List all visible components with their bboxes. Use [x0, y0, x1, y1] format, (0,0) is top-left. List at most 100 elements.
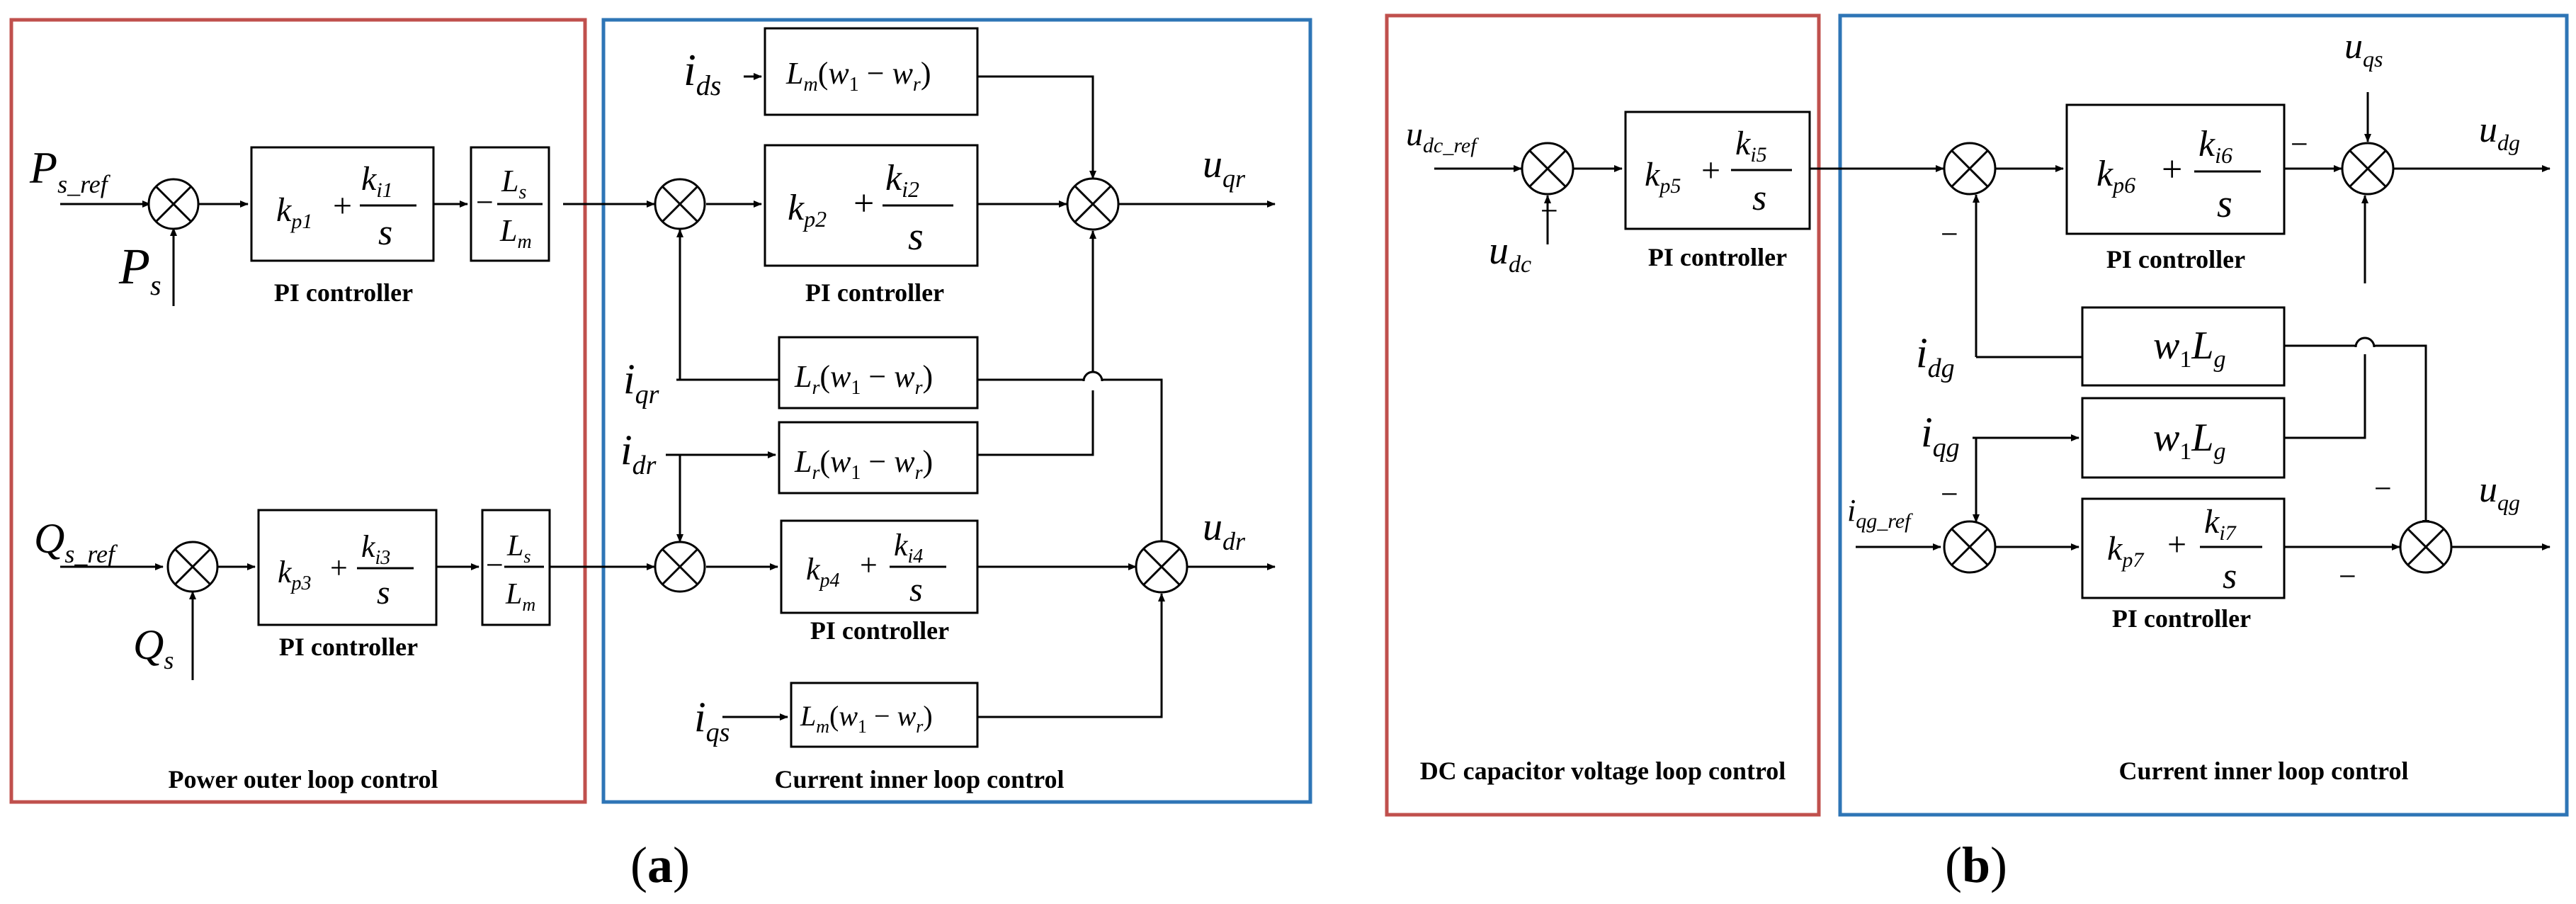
svg-text:ki1: ki1: [361, 160, 393, 202]
svg-text:+: +: [2162, 149, 2182, 190]
current-inner-loop-frame-b: [1838, 13, 2569, 817]
panel-b: kp5 + ki5 s PI controller kp6 + ki6 s PI…: [1385, 13, 2569, 893]
pi2-expr: kp2 + ki2 s: [788, 158, 953, 259]
pi1-label: PI controller: [274, 278, 413, 307]
wires-b: [1434, 92, 2551, 550]
svg-text:s: s: [908, 215, 924, 259]
sum-udr: [1135, 540, 1188, 594]
power-outer-loop-frame: [9, 18, 587, 804]
iqs-label: iqs: [694, 694, 730, 747]
svg-text:s: s: [378, 213, 392, 253]
panel-b-label: (b): [1945, 837, 2007, 893]
wlg1-block: [2081, 306, 2286, 387]
pi6-expr: kp6 + ki6 s: [2096, 124, 2261, 226]
svg-text:s: s: [2223, 556, 2237, 597]
pi6-block: [2065, 103, 2286, 235]
svg-text:+: +: [853, 183, 874, 224]
svg-text:Lm(w1 − wr): Lm(w1 − wr): [800, 700, 933, 737]
svg-text:+: +: [330, 550, 348, 585]
svg-text:ki4: ki4: [894, 528, 923, 567]
iqr-label: iqr: [623, 356, 659, 409]
wires-a: [60, 73, 1276, 721]
udc-minus-sign: −: [1541, 193, 1558, 228]
ps-ref-label: Ps_ref: [29, 142, 111, 198]
sum-udc: [1521, 142, 1574, 196]
svg-text:s: s: [1752, 178, 1766, 218]
pi6-label: PI controller: [2106, 245, 2245, 273]
sum-qs: [166, 541, 219, 593]
gain-bot-expr: − Ls Lm: [486, 530, 544, 615]
svg-text:ki7: ki7: [2204, 503, 2237, 545]
lr2-expr: Lr(w1 − wr): [794, 444, 933, 484]
svg-text:Lm: Lm: [505, 578, 535, 615]
iqg-minus-sign: −: [1941, 477, 1958, 512]
pi4-expr: kp4 + ki4 s: [806, 528, 946, 609]
current-inner-loop-frame-a: [601, 18, 1312, 804]
svg-text:+: +: [333, 187, 352, 225]
pi5-label: PI controller: [1648, 243, 1787, 271]
lm-bot-expr: Lm(w1 − wr): [800, 700, 933, 737]
svg-text:ki5: ki5: [1735, 125, 1767, 166]
lr2-block: [778, 421, 979, 495]
pi3-label: PI controller: [279, 633, 418, 661]
svg-text:kp1: kp1: [276, 191, 312, 233]
idr-label: idr: [620, 426, 657, 480]
pi7-block: [2081, 497, 2286, 599]
svg-text:kp2: kp2: [788, 188, 827, 232]
sum-uqg: [2399, 520, 2453, 574]
pi2-label: PI controller: [805, 278, 944, 307]
pi3-expr: kp3 + ki3 s: [278, 529, 414, 611]
lm-bot-block: [790, 682, 979, 748]
udr-label: udr: [1203, 505, 1246, 555]
idg-minus-sign: −: [1941, 217, 1958, 252]
lm-top-block: [764, 27, 979, 116]
svg-text:kp3: kp3: [278, 555, 312, 594]
svg-text:s: s: [377, 574, 390, 611]
svg-text:Ls: Ls: [501, 164, 526, 203]
svg-text:ki2: ki2: [885, 158, 919, 202]
svg-text:+: +: [860, 548, 878, 582]
wlg2-expr: w1Lg: [2153, 416, 2226, 465]
lr1-expr: Lr(w1 − wr): [794, 359, 933, 399]
pi7-label: PI controller: [2112, 604, 2251, 633]
iqg-ref-label: iqg_ref: [1847, 493, 1913, 533]
svg-text:Lm(w1 − wr): Lm(w1 − wr): [785, 56, 931, 96]
pi1-block: [250, 146, 435, 262]
dc-capacitor-loop-frame: [1385, 13, 1821, 817]
svg-text:−: −: [486, 548, 504, 582]
svg-text:ki3: ki3: [361, 529, 390, 569]
idg-label: idg: [1916, 329, 1955, 383]
sum-ps: [147, 178, 200, 230]
current-inner-loop-title-a: Current inner loop control: [774, 765, 1064, 793]
uqr-label: uqr: [1203, 142, 1246, 193]
svg-text:s: s: [2217, 182, 2232, 226]
svg-text:s: s: [909, 571, 923, 609]
udc-ref-label: udc_ref: [1406, 115, 1479, 157]
pi4-label: PI controller: [810, 616, 949, 645]
svg-text:+: +: [2167, 526, 2186, 563]
panel-a-label: (a): [630, 837, 690, 893]
pi5-expr: kp5 + ki5 s: [1645, 125, 1792, 218]
svg-text:kp7: kp7: [2107, 530, 2145, 572]
uqs-label: uqs: [2344, 26, 2383, 72]
uqg-minus-sign-top: −: [2374, 471, 2392, 506]
qs-label: Qs: [133, 621, 174, 674]
uqg-label: uqg: [2479, 470, 2520, 515]
current-inner-loop-title-b: Current inner loop control: [2118, 757, 2408, 785]
lm-top-expr: Lm(w1 − wr): [785, 56, 931, 96]
lr1-block: [778, 336, 979, 409]
sum-iqg: [1943, 520, 1997, 574]
wlg1-expr: w1Lg: [2153, 324, 2226, 373]
svg-text:kp5: kp5: [1645, 156, 1681, 198]
qs-ref-label: Qs_ref: [34, 515, 118, 568]
svg-text:Lm: Lm: [499, 213, 532, 253]
sum-iqr: [654, 178, 706, 230]
svg-text:Ls: Ls: [506, 530, 530, 567]
sum-uqr: [1066, 177, 1120, 231]
sum-udg: [2341, 142, 2395, 196]
svg-text:kp4: kp4: [806, 552, 840, 592]
svg-text:kp6: kp6: [2096, 154, 2135, 198]
ids-label: ids: [683, 45, 721, 101]
power-outer-loop-title: Power outer loop control: [169, 765, 438, 793]
udc-label: udc: [1489, 229, 1531, 278]
